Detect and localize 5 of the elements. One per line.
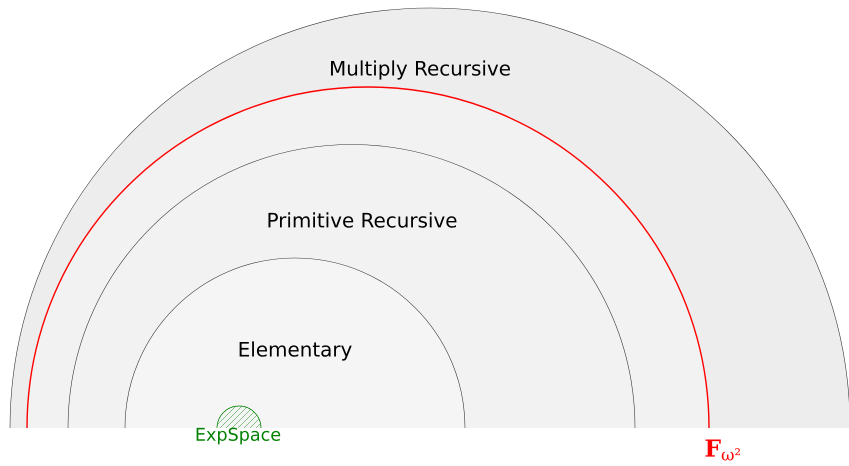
region-label: Multiply Recursive <box>331 60 510 80</box>
region-label: F$_{ω²}$ <box>706 440 740 460</box>
region-label: Primitive Recursive <box>268 212 456 228</box>
region-label: Elementary <box>240 341 352 361</box>
region-label: ExpSpace <box>196 428 280 444</box>
